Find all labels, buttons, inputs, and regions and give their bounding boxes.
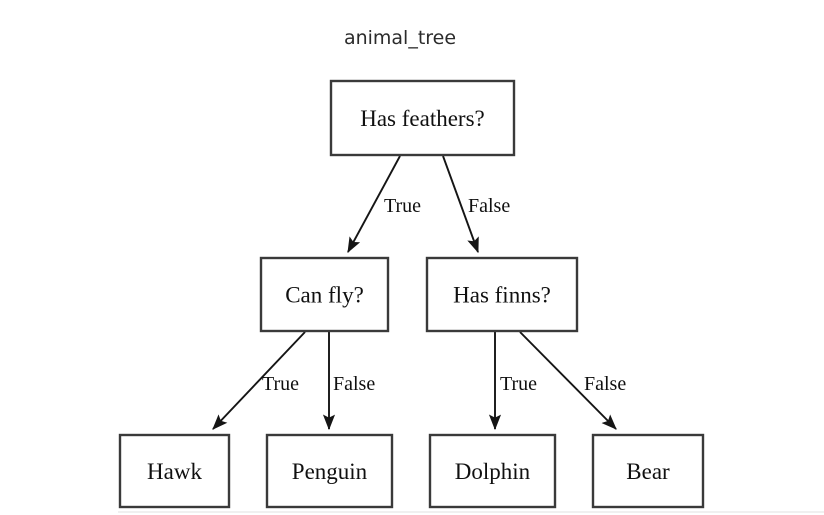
edge-label: False <box>468 195 510 217</box>
node-label: Dolphin <box>455 459 531 484</box>
edge-connector <box>519 331 617 430</box>
node-label: Penguin <box>292 459 368 484</box>
tree-edge: False <box>442 155 510 254</box>
edge-connector <box>347 155 401 254</box>
tree-node-canfly[interactable]: Can fly? <box>259 256 390 333</box>
node-label: Can fly? <box>285 283 364 308</box>
tree-node-dolphin[interactable]: Dolphin <box>428 433 557 509</box>
node-box[interactable] <box>259 256 390 333</box>
tree-edge: True <box>347 155 421 254</box>
tree-edge: False <box>519 331 626 430</box>
edge-connector <box>442 155 479 254</box>
edge-label: True <box>384 195 421 217</box>
edge-connector <box>212 331 306 430</box>
node-label: Hawk <box>147 459 202 484</box>
node-label: Has feathers? <box>360 106 485 131</box>
node-label: Bear <box>626 459 670 484</box>
edge-label: False <box>584 373 626 395</box>
tree-edge: True <box>212 331 306 430</box>
edge-label: True <box>262 373 299 395</box>
node-box[interactable] <box>591 433 705 509</box>
nodes-layer: Has feathers? Can fly? Has finns? Hawk Pengu… <box>118 79 705 509</box>
tree-node-hasfinns[interactable]: Has finns? <box>425 256 579 333</box>
node-box[interactable] <box>428 433 557 509</box>
tree-edge: True <box>488 332 537 431</box>
edge-label: True <box>500 373 537 395</box>
tree-node-penguin[interactable]: Penguin <box>265 433 394 509</box>
node-box[interactable] <box>118 433 231 509</box>
tree-node-root[interactable]: Has feathers? <box>329 79 516 157</box>
node-box[interactable] <box>265 433 394 509</box>
node-box[interactable] <box>329 79 516 157</box>
tree-node-hawk[interactable]: Hawk <box>118 433 231 509</box>
tree-edge: False <box>322 332 375 431</box>
edge-label: False <box>333 373 375 395</box>
node-label: Has finns? <box>453 283 551 308</box>
node-box[interactable] <box>425 256 579 333</box>
graph-title: animal_tree <box>344 27 456 49</box>
tree-node-bear[interactable]: Bear <box>591 433 705 509</box>
